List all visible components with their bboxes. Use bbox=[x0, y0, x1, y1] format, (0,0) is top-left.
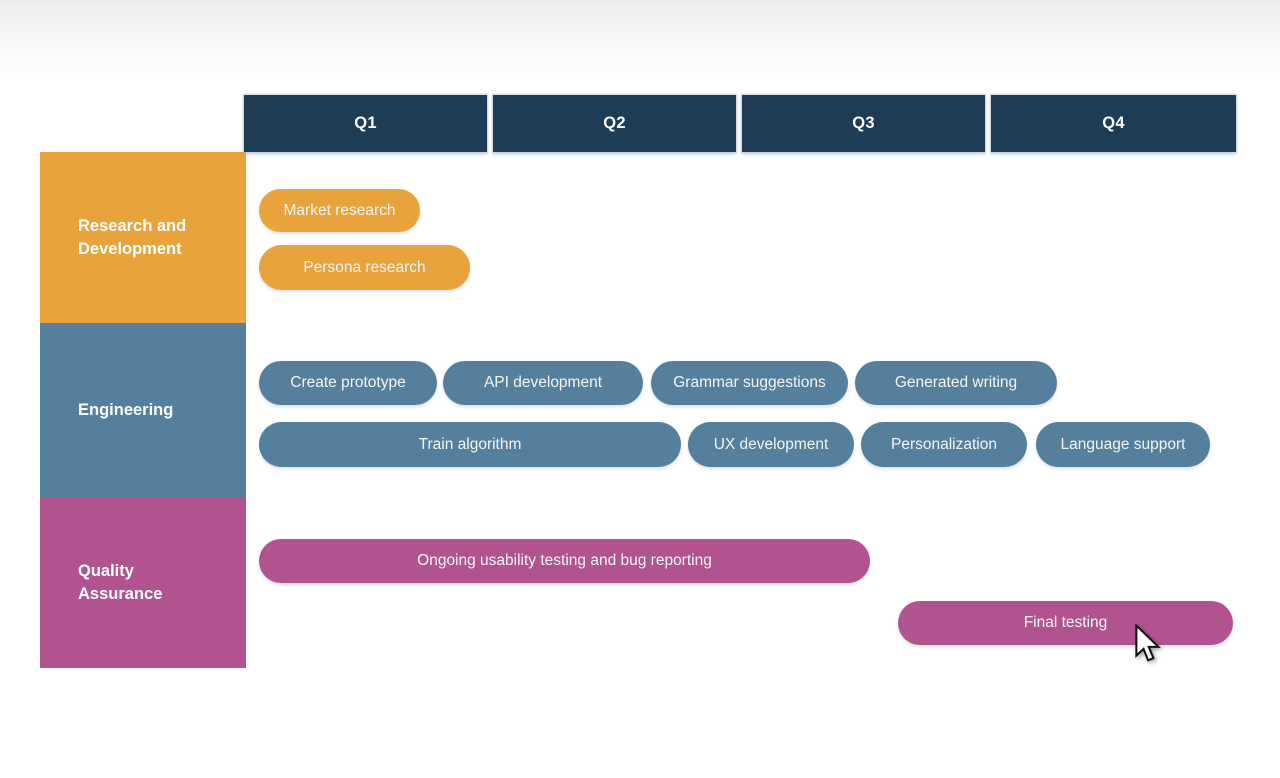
task-pill-personalization[interactable]: Personalization bbox=[861, 422, 1027, 467]
sidebar-row-label: Engineering bbox=[78, 400, 174, 419]
task-pill-train-algorithm[interactable]: Train algorithm bbox=[259, 422, 681, 467]
sidebar-row-engineering[interactable]: Engineering bbox=[40, 323, 246, 497]
quarter-label: Q1 bbox=[354, 114, 377, 132]
task-pill-generated-writing[interactable]: Generated writing bbox=[855, 361, 1057, 405]
sidebar-row-research-development[interactable]: Research and Development bbox=[40, 152, 246, 323]
task-pill-final-testing[interactable]: Final testing bbox=[898, 601, 1233, 645]
task-pill-language-support[interactable]: Language support bbox=[1036, 422, 1210, 467]
top-gradient bbox=[0, 0, 1280, 80]
task-pill-persona-research[interactable]: Persona research bbox=[259, 245, 470, 290]
task-pill-ux-development[interactable]: UX development bbox=[688, 422, 854, 467]
sidebar-row-label: Research and Development bbox=[78, 217, 187, 258]
sidebar-row-label: Quality Assurance bbox=[78, 562, 163, 603]
task-pill-grammar-suggestions[interactable]: Grammar suggestions bbox=[651, 361, 848, 405]
quarter-header-q4[interactable]: Q4 bbox=[991, 95, 1236, 152]
task-pill-create-prototype[interactable]: Create prototype bbox=[259, 361, 437, 405]
quarter-label: Q3 bbox=[852, 114, 875, 132]
quarter-header-q3[interactable]: Q3 bbox=[742, 95, 985, 152]
task-pill-market-research[interactable]: Market research bbox=[259, 189, 420, 232]
sidebar-row-quality-assurance[interactable]: Quality Assurance bbox=[40, 497, 246, 668]
quarter-label: Q4 bbox=[1102, 114, 1125, 132]
quarter-header-q1[interactable]: Q1 bbox=[244, 95, 487, 152]
quarter-label: Q2 bbox=[603, 114, 626, 132]
quarter-header-q2[interactable]: Q2 bbox=[493, 95, 736, 152]
task-pill-api-development[interactable]: API development bbox=[443, 361, 643, 405]
cursor-arrow-icon bbox=[1135, 624, 1161, 662]
task-pill-ongoing-usability-testing[interactable]: Ongoing usability testing and bug report… bbox=[259, 539, 870, 583]
